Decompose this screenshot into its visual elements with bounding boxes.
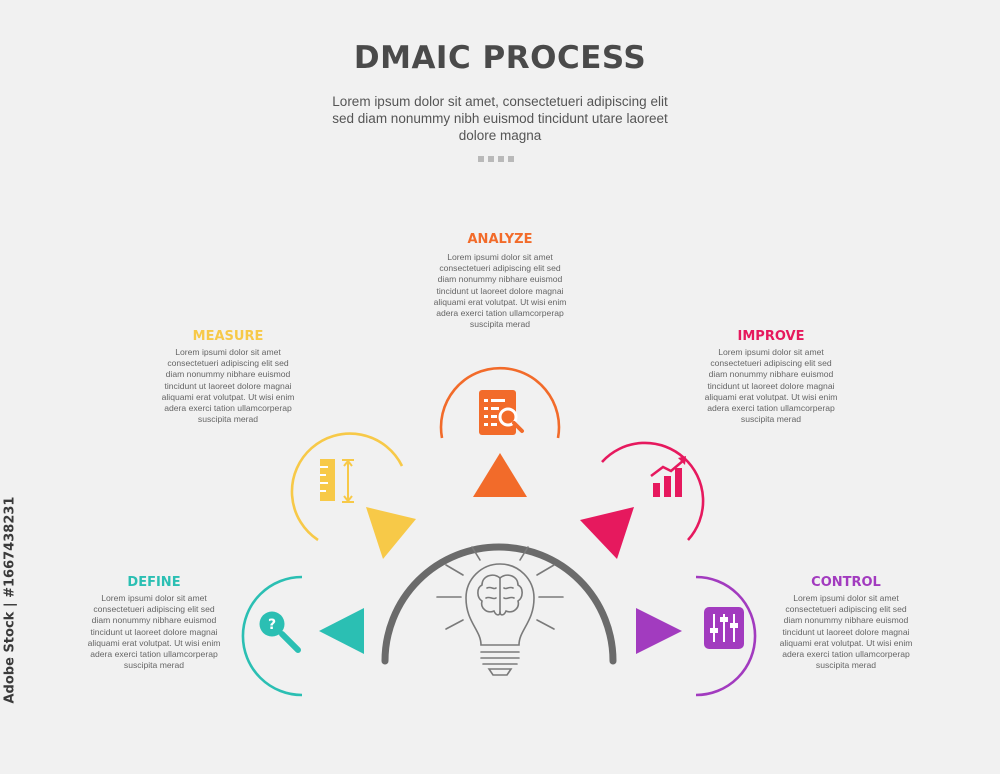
step-title-improve: IMPROVE xyxy=(737,329,805,344)
step-desc-analyze: Lorem ipsumi dolor sit amet consectetuer… xyxy=(433,252,567,330)
step-desc-define: Lorem ipsumi dolor sit amet consectetuer… xyxy=(87,593,221,671)
ruler-icon xyxy=(320,459,354,503)
step-title-measure: MEASURE xyxy=(192,329,264,344)
divider-dots xyxy=(478,156,514,162)
control-arrow xyxy=(636,608,682,654)
page-title: DMAIC PROCESS xyxy=(353,40,647,76)
step-desc-control: Lorem ipsumi dolor sit amet consectetuer… xyxy=(779,593,913,671)
define-arrow xyxy=(319,608,364,654)
step-title-analyze: ANALYZE xyxy=(467,232,533,247)
search-question-icon: ? xyxy=(259,611,301,653)
page-subtitle: Lorem ipsum dolor sit amet, consectetuer… xyxy=(332,94,668,143)
improve-arrow xyxy=(580,507,634,559)
control-node xyxy=(636,575,757,697)
define-node: ? xyxy=(241,575,364,697)
center-arc xyxy=(381,543,617,665)
bar-chart-growth-icon xyxy=(650,456,686,497)
step-title-control: CONTROL xyxy=(811,575,881,590)
improve-node xyxy=(580,441,705,559)
sliders-icon xyxy=(704,607,744,649)
document-search-icon xyxy=(479,390,524,435)
measure-node xyxy=(290,432,416,559)
step-desc-improve: Lorem ipsumi dolor sit amet consectetuer… xyxy=(704,347,838,425)
analyze-arrow xyxy=(473,453,527,497)
lightbulb-brain-icon xyxy=(436,546,564,676)
step-title-define: DEFINE xyxy=(127,575,181,590)
svg-text:?: ? xyxy=(268,617,276,633)
step-desc-measure: Lorem ipsumi dolor sit amet consectetuer… xyxy=(161,347,295,425)
analyze-node xyxy=(439,366,561,497)
side-watermark-label: Adobe Stock | #1667438231 xyxy=(2,496,18,704)
measure-arrow xyxy=(366,507,416,559)
